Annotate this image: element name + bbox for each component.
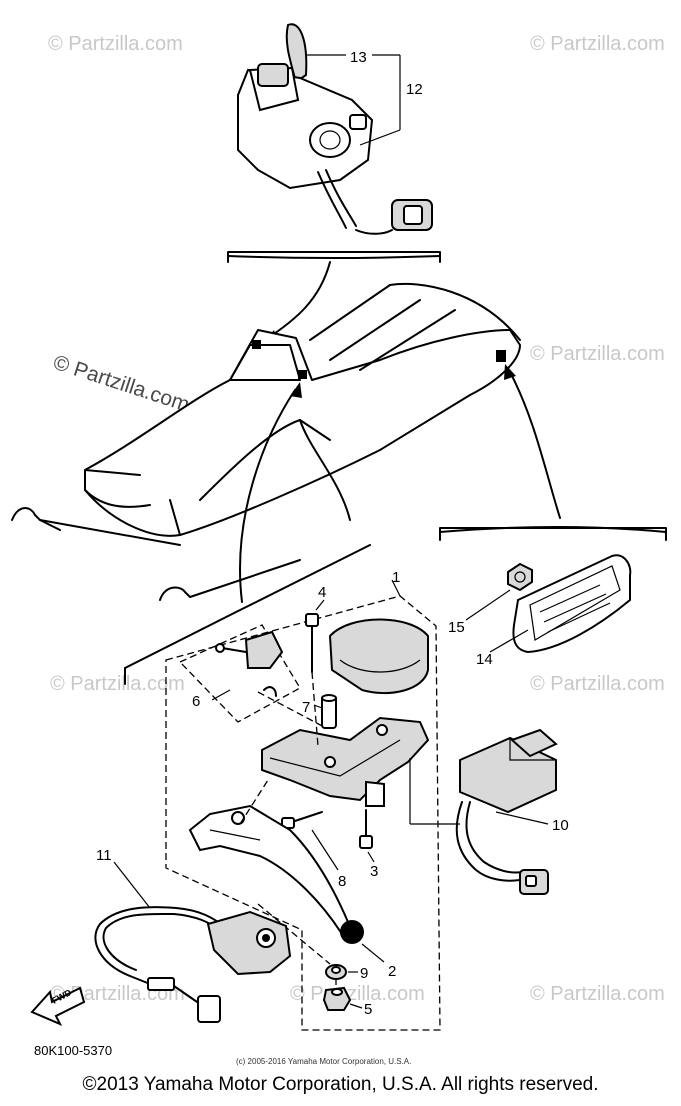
watermark: © Partzilla.com [530, 343, 665, 365]
switch-10-illustration [455, 728, 558, 895]
watermark: © Partzilla.com [48, 33, 183, 55]
callout-14: 14 [476, 651, 493, 668]
callout-5: 5 [364, 1001, 372, 1018]
throttle-housing-illustration [237, 23, 433, 235]
nut-5-illustration [322, 986, 352, 1011]
master-bracket-illustration [261, 716, 430, 807]
small-copyright: (c) 2005-2016 Yamaha Motor Corporation, … [236, 1057, 411, 1066]
callout-4: 4 [318, 584, 326, 601]
callout-11: 11 [96, 847, 112, 864]
bolt-4-illustration [305, 613, 319, 673]
footer-copyright: ©2013 Yamaha Motor Corporation, U.S.A. A… [82, 1074, 599, 1095]
callout-15: 15 [448, 619, 465, 636]
watermark-prominent: © Partzilla.com [50, 351, 192, 417]
callout-2: 2 [388, 963, 396, 980]
callout-10: 10 [552, 817, 569, 834]
brake-switch-cable-illustration [94, 906, 292, 1023]
callout-7: 7 [302, 699, 310, 716]
forward-arrow-icon: FWD [30, 986, 86, 1026]
screw-8-illustration [281, 811, 323, 829]
cover-illustration [328, 618, 429, 694]
diagram-code: 80K100-5370 [34, 1043, 112, 1058]
snowmobile-illustration [11, 282, 521, 601]
watermark: © Partzilla.com [530, 33, 665, 55]
callout-6: 6 [192, 693, 200, 710]
washer-9-illustration [325, 964, 347, 980]
callout-3: 3 [370, 863, 378, 880]
watermark: © Partzilla.com [290, 983, 425, 1005]
watermark: © Partzilla.com [530, 983, 665, 1005]
switch-group-6 [215, 630, 284, 697]
collar-7-illustration [321, 694, 337, 729]
callout-12: 12 [406, 81, 423, 98]
callout-1: 1 [392, 569, 400, 586]
callout-8: 8 [338, 873, 346, 890]
watermark: © Partzilla.com [530, 673, 665, 695]
callout-13: 13 [350, 49, 367, 66]
callout-9: 9 [360, 965, 368, 982]
reflector-illustration [507, 554, 632, 654]
watermark: © Partzilla.com [50, 673, 185, 695]
brake-lever-illustration [188, 804, 364, 944]
screw-3-illustration [359, 809, 373, 849]
